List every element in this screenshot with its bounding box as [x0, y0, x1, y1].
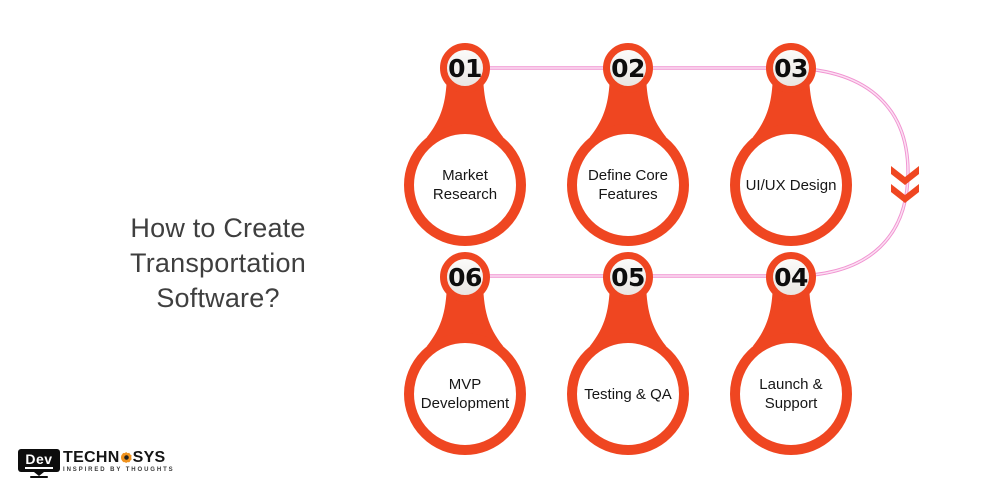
pin-number-circle: [766, 252, 816, 302]
gear-icon: [120, 452, 132, 463]
page-title: How to Create Transportation Software?: [130, 213, 306, 313]
monitor-icon: Dev: [18, 449, 60, 478]
step-number: 03: [774, 54, 808, 83]
double-chevron-down-icon: [891, 166, 919, 203]
pin-body-circle: [404, 124, 526, 246]
pin-number-circle: [440, 43, 490, 93]
dev-technosys-logo: Dev TECHN SYS INSPIRED BY THOUGHTS: [18, 449, 175, 478]
step-number: 04: [774, 263, 808, 292]
step-label: MVP Development: [420, 376, 510, 412]
step-03: 03 UI/UX Design: [726, 43, 856, 247]
pin-number-circle: [440, 252, 490, 302]
step-03-pin: 03: [730, 43, 852, 246]
step-label: Testing & QA: [584, 385, 672, 403]
step-05: 05 Testing & QA: [563, 252, 693, 456]
step-06: 06 MVP Development: [400, 252, 530, 456]
pin-number-circle: [603, 252, 653, 302]
step-label: Launch & Support: [759, 376, 823, 412]
step-05-pin: 05: [567, 252, 689, 455]
logo-brand-left: TECHN: [63, 449, 120, 466]
step-04: 04 Launch & Support: [726, 252, 856, 456]
step-02: 02 Define Core Features: [563, 43, 693, 247]
step-label: UI/UX Design: [745, 176, 837, 194]
step-01-pin: 01: [404, 43, 526, 246]
step-04-pin: 04: [730, 252, 852, 455]
step-number: 02: [611, 54, 645, 83]
step-06-pin: 06: [404, 252, 526, 455]
pin-number-circle: [766, 43, 816, 93]
step-02-pin: 02: [567, 43, 689, 246]
flow-path-core: [465, 67, 909, 277]
step-01: 01 Market Research: [400, 43, 530, 247]
step-label: Market Research: [432, 167, 498, 203]
logo-monitor-text: Dev: [25, 450, 53, 469]
step-number: 01: [448, 54, 482, 83]
pin-body-circle: [567, 333, 689, 455]
pin-body-circle: [730, 124, 852, 246]
logo-brand-right: SYS: [132, 449, 166, 466]
pin-body-circle: [730, 333, 852, 455]
pin-body-circle: [404, 333, 526, 455]
logo-tagline: INSPIRED BY THOUGHTS: [63, 467, 175, 473]
step-number: 06: [448, 263, 482, 292]
step-number: 05: [611, 263, 645, 292]
step-label: Define Core Features: [587, 167, 669, 203]
pin-number-circle: [603, 43, 653, 93]
pin-body-circle: [567, 124, 689, 246]
